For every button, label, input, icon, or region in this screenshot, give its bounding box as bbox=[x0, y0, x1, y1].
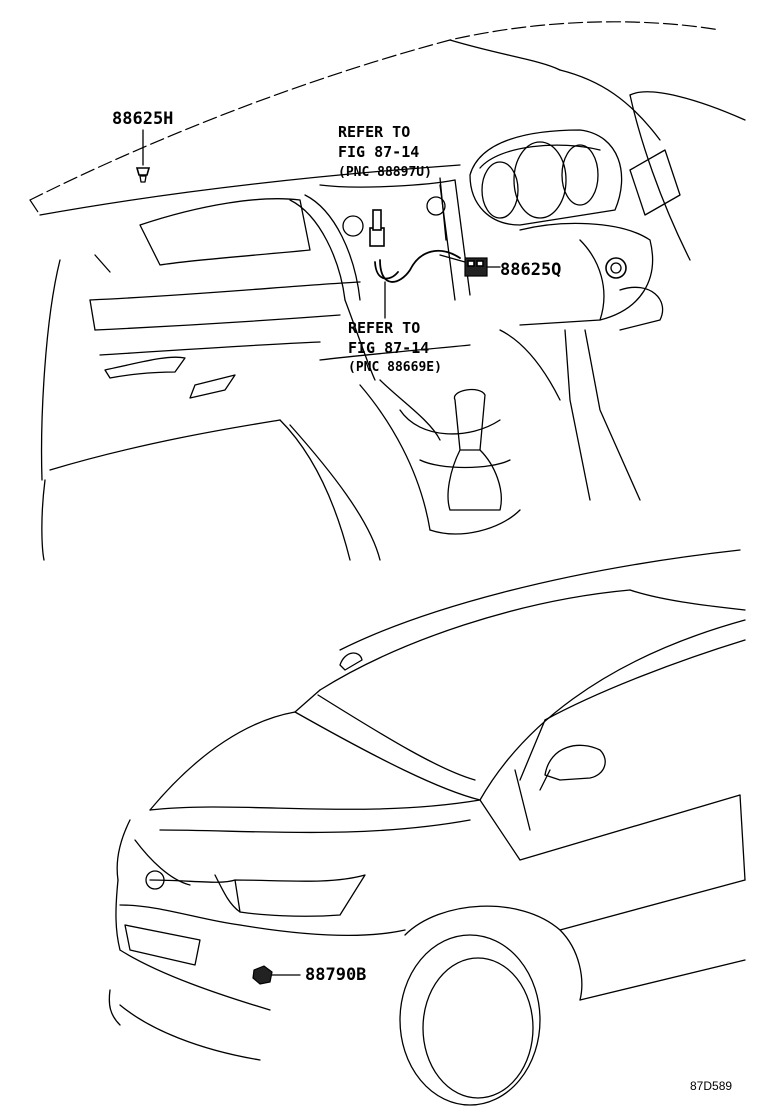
ref1-line3: (PNC 88897U) bbox=[338, 165, 432, 180]
ref1-line1: REFER TO bbox=[338, 123, 410, 141]
ref1-line2: FIG 87-14 bbox=[338, 143, 419, 161]
emblem-icon bbox=[145, 870, 165, 890]
connector-plug-icon bbox=[372, 209, 382, 231]
ref2-line1: REFER TO bbox=[348, 319, 420, 337]
grommet-ring-icon bbox=[605, 257, 627, 279]
ref2-line3: (PNC 88669E) bbox=[348, 360, 442, 375]
clip-88790B-icon bbox=[252, 965, 273, 985]
label-88625H: 88625H bbox=[112, 109, 173, 129]
car-exterior-illustration bbox=[108, 549, 746, 1106]
ref2-line2: FIG 87-14 bbox=[348, 339, 429, 357]
clip-88625H-icon bbox=[135, 167, 151, 176]
label-88790B: 88790B bbox=[305, 965, 366, 985]
figure-reference: 87D589 bbox=[690, 1079, 732, 1093]
label-88625Q: 88625Q bbox=[500, 260, 561, 280]
dashboard-illustration bbox=[29, 21, 746, 561]
